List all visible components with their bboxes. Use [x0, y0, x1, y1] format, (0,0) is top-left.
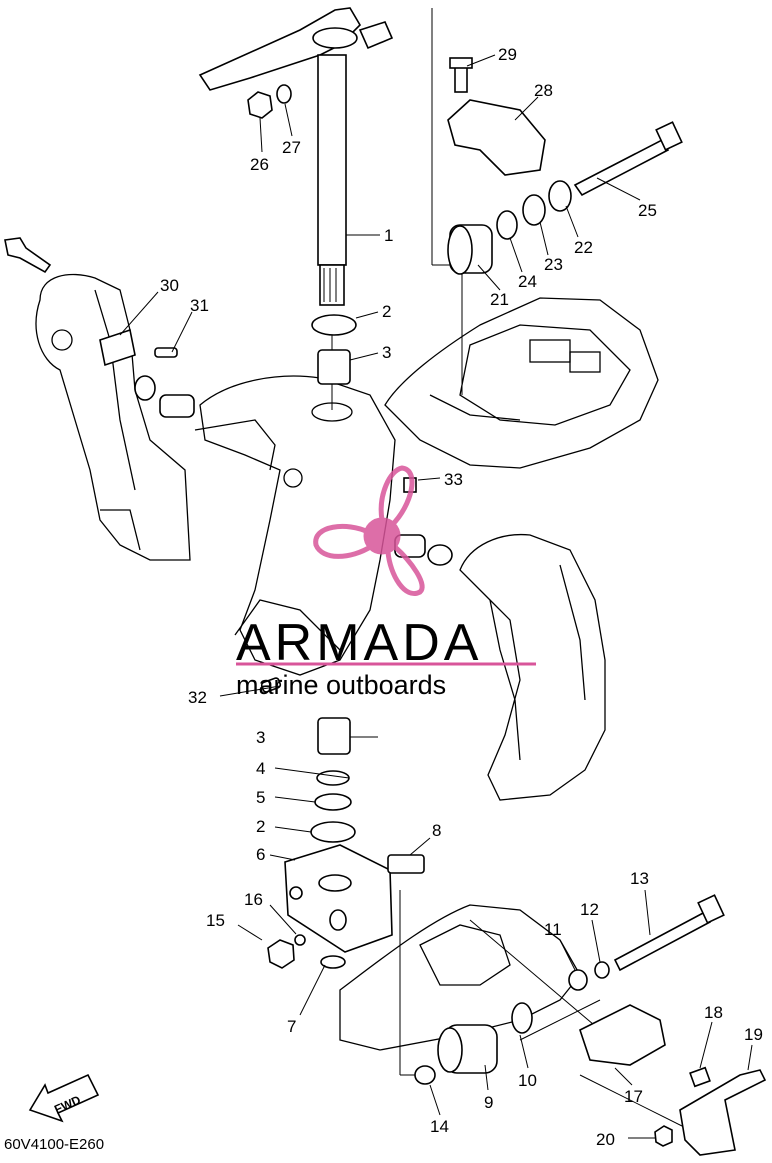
- steering-shaft: [317, 54, 347, 266]
- callout-5: 5: [256, 788, 265, 807]
- callout-1: 1: [384, 226, 393, 245]
- washer-2b: [310, 821, 356, 843]
- washer-14: [414, 1065, 436, 1085]
- alignment-lines: [331, 8, 691, 1131]
- callout-13: 13: [630, 869, 649, 888]
- stopper-8: [387, 854, 425, 874]
- washer-10: [511, 1002, 533, 1034]
- callout-22: 22: [574, 238, 593, 257]
- ghost-outlines: [35, 273, 659, 1051]
- washer-23: [522, 194, 546, 226]
- washer-24: [496, 210, 518, 240]
- bolt-25: [573, 138, 670, 197]
- plate-19: [679, 1069, 767, 1156]
- bush-3a: [317, 349, 351, 385]
- callout-25: 25: [638, 201, 657, 220]
- callout-10: 10: [518, 1071, 537, 1090]
- washer-5: [314, 793, 352, 811]
- washer-2a: [311, 314, 357, 336]
- callout-24: 24: [518, 272, 537, 291]
- fwd-arrow-icon: [28, 1073, 100, 1123]
- callout-8: 8: [432, 821, 441, 840]
- callout-23: 23: [544, 255, 563, 274]
- screw-20: [654, 1125, 673, 1147]
- callout-12: 12: [580, 900, 599, 919]
- o-ring-4: [316, 770, 350, 786]
- figure-code: 60V4100-E260: [4, 1136, 104, 1153]
- callout-labels: 1 2 3 2 3 4 5 6 7 8 9 10 11 12 13 14 15 …: [160, 45, 763, 1149]
- callout-26: 26: [250, 155, 269, 174]
- nut-15: [267, 939, 295, 969]
- bush-3b: [317, 717, 351, 755]
- callout-9: 9: [484, 1093, 493, 1112]
- clip-7: [320, 955, 346, 969]
- callout-33: 33: [444, 470, 463, 489]
- propeller-icon: [313, 465, 425, 596]
- washer-11: [568, 969, 588, 991]
- callout-3a: 3: [382, 343, 391, 362]
- leader-lines: [119, 54, 753, 1139]
- washer-12: [594, 961, 610, 979]
- callout-32: 32: [188, 688, 207, 707]
- bolt-13: [613, 910, 712, 972]
- callout-27: 27: [282, 138, 301, 157]
- callout-2a: 2: [382, 302, 391, 321]
- mount-cap-17: [579, 1004, 666, 1066]
- washer-22: [548, 180, 572, 212]
- mount-cap-28: [447, 99, 546, 176]
- watermark-brand: ARMADA: [236, 614, 482, 672]
- callout-4: 4: [256, 759, 265, 778]
- callout-6: 6: [256, 845, 265, 864]
- lower-bracket-6: [284, 844, 393, 953]
- watermark-logo: ARMADA marine outboards: [236, 465, 536, 700]
- callout-11: 11: [544, 920, 562, 939]
- callout-2b: 2: [256, 817, 265, 836]
- callout-16: 16: [244, 890, 263, 909]
- callout-28: 28: [534, 81, 553, 100]
- washer-16: [294, 934, 306, 946]
- nut-26: [247, 91, 273, 119]
- callout-17: 17: [624, 1087, 643, 1106]
- callout-19: 19: [744, 1025, 763, 1044]
- callout-21: 21: [490, 290, 509, 309]
- callout-18: 18: [704, 1003, 723, 1022]
- callout-14: 14: [430, 1117, 449, 1136]
- callout-20: 20: [596, 1130, 615, 1149]
- parts: [4, 7, 767, 1156]
- callout-31: 31: [190, 296, 209, 315]
- callout-7: 7: [287, 1017, 296, 1036]
- watermark-tagline: marine outboards: [236, 670, 446, 700]
- callout-29: 29: [498, 45, 517, 64]
- callout-3b: 3: [256, 728, 265, 747]
- fwd-arrow: FWD: [28, 1073, 100, 1123]
- callout-15: 15: [206, 911, 225, 930]
- callout-30: 30: [160, 276, 179, 295]
- washer-27: [276, 84, 292, 104]
